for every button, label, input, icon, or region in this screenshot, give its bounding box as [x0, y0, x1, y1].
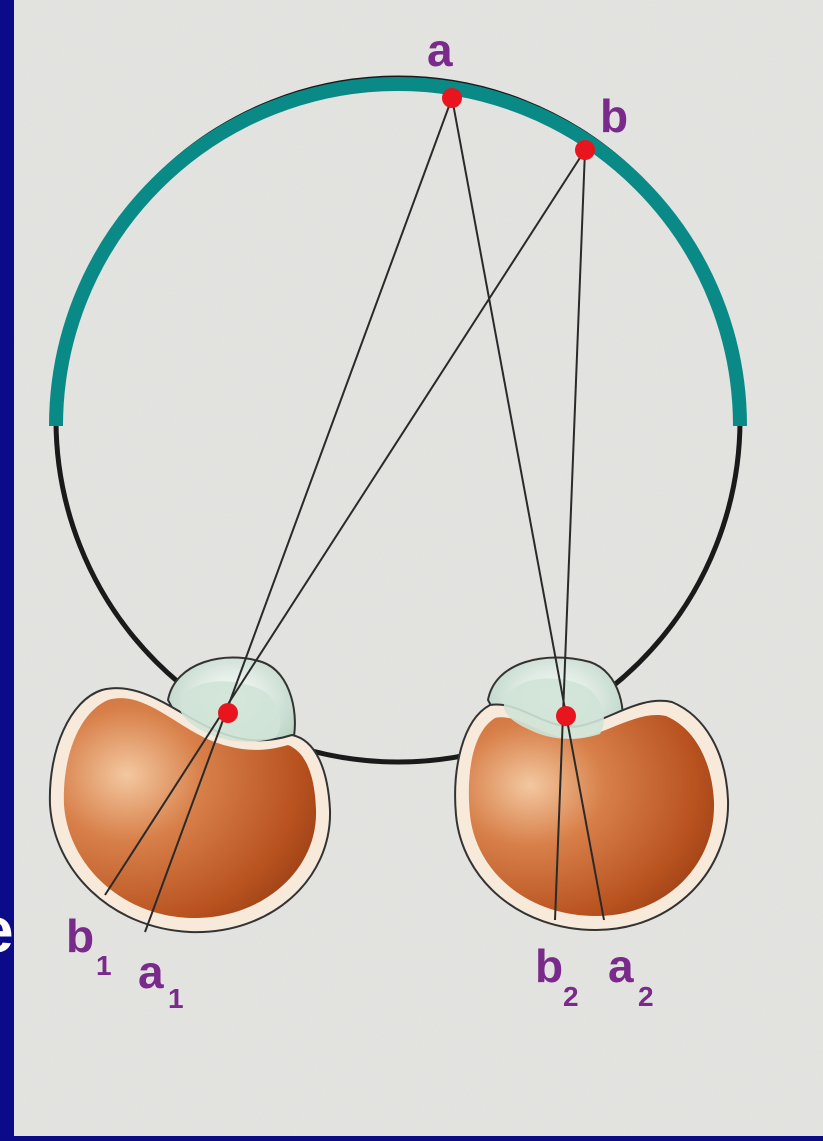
label-left-b: b: [66, 910, 94, 962]
right-eye-lens: [503, 678, 604, 739]
label-right-a: a: [608, 940, 634, 992]
line-b-right: [554, 149, 586, 921]
label-right-b-sub: 2: [563, 981, 579, 1012]
label-left-a-sub: 1: [168, 983, 184, 1014]
line-a-right: [451, 97, 605, 921]
label-left-a: a: [138, 946, 164, 998]
label-right-b: b: [535, 940, 563, 992]
label-point-a: a: [427, 24, 453, 76]
right-eye: [454, 656, 730, 932]
line-b-left: [104, 149, 586, 896]
label-point-b: b: [600, 90, 628, 142]
projection-lines: [104, 97, 605, 933]
point-a-marker: [442, 88, 462, 108]
label-left-b-sub: 1: [96, 950, 112, 981]
fixation-points: [218, 88, 595, 726]
paper-texture: [14, 0, 823, 1136]
line-a-left: [144, 97, 453, 933]
right-nodal-point: [556, 706, 576, 726]
horopter-arc: [49, 77, 747, 427]
left-nodal-point: [218, 703, 238, 723]
label-right-a-sub: 2: [638, 981, 654, 1012]
clipped-edge-letter-text: e: [0, 895, 14, 965]
point-b-marker: [575, 140, 595, 160]
right-eyeball: [468, 714, 715, 916]
clipped-edge-letter: e: [0, 895, 14, 965]
left-eye: [48, 656, 332, 934]
